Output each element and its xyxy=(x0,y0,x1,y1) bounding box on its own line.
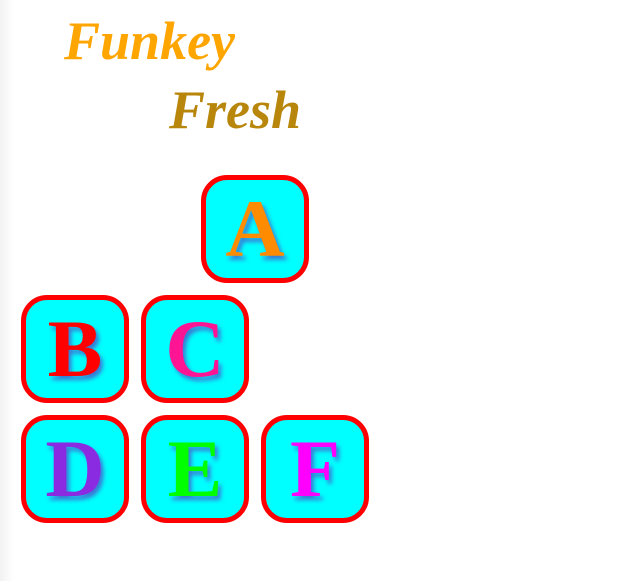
letter-a: A xyxy=(225,183,285,274)
letter-tile-f[interactable]: F xyxy=(261,415,369,523)
letter-tile-d[interactable]: D xyxy=(21,415,129,523)
title-line-funkey: Funkey xyxy=(64,11,236,71)
letter-tile-a[interactable]: A xyxy=(201,175,309,283)
letter-d: D xyxy=(45,423,105,514)
letter-b: B xyxy=(47,303,103,394)
letter-tile-e[interactable]: E xyxy=(141,415,249,523)
letter-tile-c[interactable]: C xyxy=(141,295,249,403)
letter-e: E xyxy=(167,423,223,514)
letter-tile-b[interactable]: B xyxy=(21,295,129,403)
letter-f: F xyxy=(289,423,341,514)
title-line-fresh: Fresh xyxy=(169,80,302,140)
letter-c: C xyxy=(165,303,225,394)
